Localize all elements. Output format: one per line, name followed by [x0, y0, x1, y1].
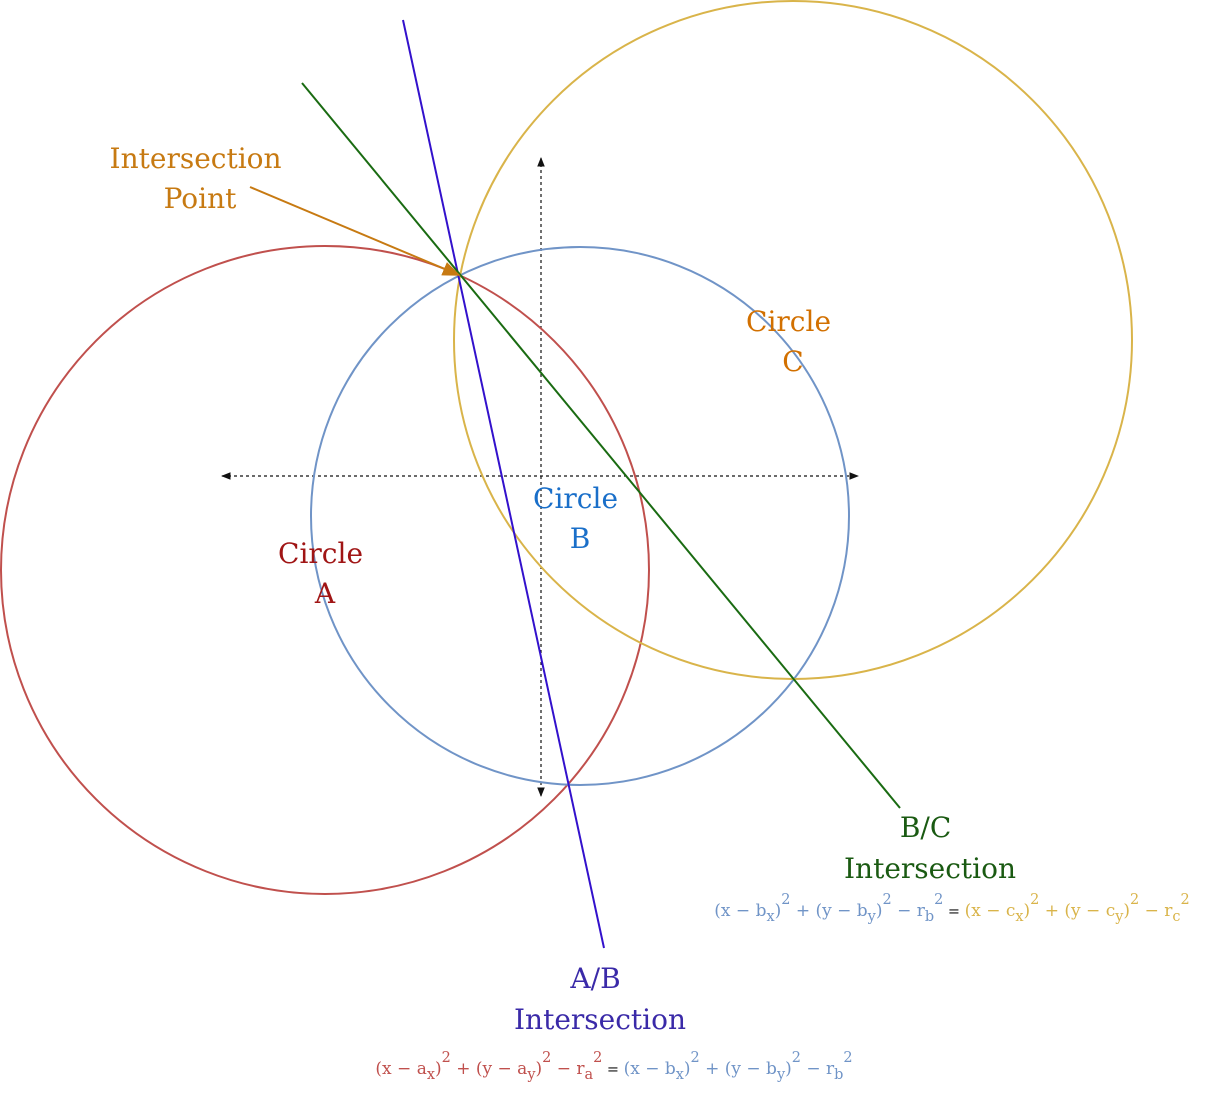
circle-c [453, 0, 1133, 680]
equation-term: y [526, 1067, 536, 1083]
equation-term: − r [801, 1059, 835, 1079]
equation-term: − r [551, 1059, 585, 1079]
equation-term: x [427, 1067, 435, 1083]
equation-term: − r [892, 901, 926, 921]
intersection-point-pointer [249, 186, 461, 276]
equation-term: 2 [843, 1050, 852, 1066]
equation-term: + (y − a [451, 1059, 527, 1079]
circle-b-label: Circle B [533, 482, 627, 555]
equals-sign: = [602, 1062, 623, 1078]
equation-term: + (y − b [700, 1059, 777, 1079]
intersection-point-label: Intersection Point [110, 142, 291, 215]
circle-b [310, 246, 850, 786]
equation-term: y [1114, 909, 1124, 925]
equation-term: 2 [1181, 892, 1190, 908]
circle-a-label: Circle A [278, 537, 372, 610]
equation-term: (x − a [375, 1059, 426, 1079]
equation-term: 2 [442, 1050, 451, 1066]
equation-term: 2 [691, 1050, 700, 1066]
eq-bc-text: (x − bx)2 + (y − by)2 − rb2 = (x − cx)2 … [714, 892, 1189, 925]
equation-term: 2 [1030, 892, 1039, 908]
ab-intersection-title: A/B Intersection [514, 962, 686, 1036]
ab-intersection-equation: (x − ax)2 + (y − ay)2 − ra2 = (x − bx)2 … [375, 1050, 852, 1083]
equation-term: c [1172, 909, 1180, 925]
equation-term: ) [876, 901, 883, 921]
equation-term: 2 [882, 892, 891, 908]
equation-term: ) [1024, 901, 1031, 921]
bc-intersection-line [301, 82, 901, 809]
equation-term: (x − c [965, 901, 1016, 921]
equation-term: 2 [542, 1050, 551, 1066]
equation-term: 2 [934, 892, 943, 908]
equation-term: 2 [1130, 892, 1139, 908]
equation-term: ) [785, 1059, 792, 1079]
equation-term: b [925, 909, 934, 925]
circle-c-label: Circle C [746, 305, 840, 378]
equation-term: 2 [593, 1050, 602, 1066]
eq-ab-text: (x − ax)2 + (y − ay)2 − ra2 = (x − bx)2 … [375, 1050, 852, 1083]
equation-term: ) [1123, 901, 1130, 921]
equation-term: a [585, 1067, 594, 1083]
equation-term: − r [1139, 901, 1173, 921]
bc-intersection-title: B/C Intersection [844, 811, 1016, 885]
equation-term: (x − b [624, 1059, 676, 1079]
equation-term: x [766, 909, 774, 925]
bc-intersection-equation: (x − bx)2 + (y − by)2 − rb2 = (x − cx)2 … [714, 892, 1189, 925]
equation-term: x [1015, 909, 1023, 925]
equation-term: + (y − b [790, 901, 867, 921]
ab-intersection-line [402, 19, 605, 949]
equation-term: + (y − c [1039, 901, 1115, 921]
equation-term: ) [535, 1059, 542, 1079]
equation-term: y [776, 1067, 786, 1083]
equation-term: ) [684, 1059, 691, 1079]
equation-term: x [676, 1067, 684, 1083]
equation-term: (x − b [714, 901, 766, 921]
equation-term: b [834, 1067, 843, 1083]
equation-term: y [867, 909, 877, 925]
equals-sign: = [943, 904, 964, 920]
equation-term: 2 [792, 1050, 801, 1066]
equation-term: 2 [781, 892, 790, 908]
equation-term: ) [435, 1059, 442, 1079]
circle-a [0, 245, 650, 895]
equation-term: ) [775, 901, 782, 921]
